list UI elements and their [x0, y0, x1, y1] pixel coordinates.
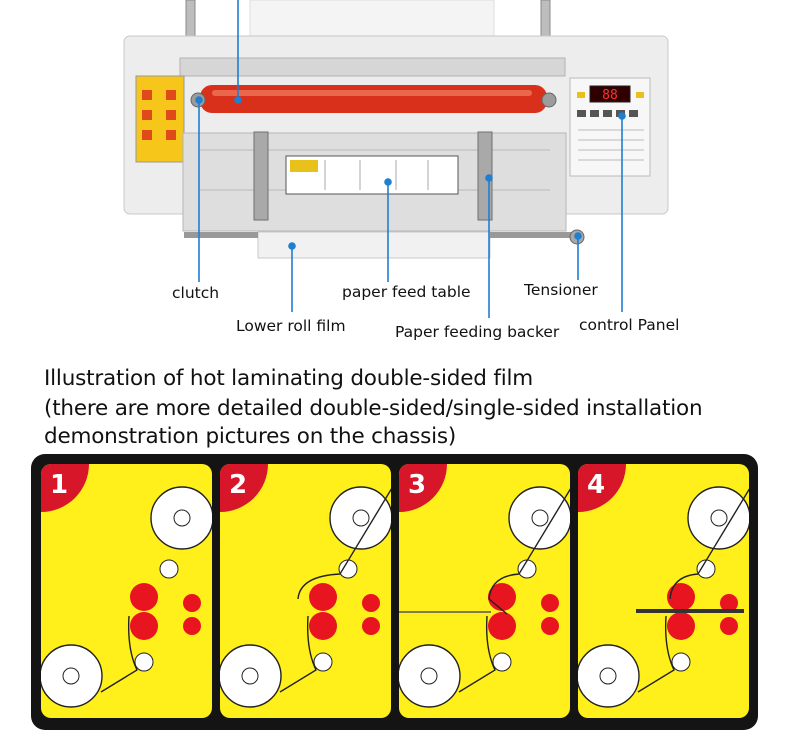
heading-line-3: demonstration pictures on the chassis) — [44, 424, 457, 449]
heat-roller-upper — [667, 583, 695, 611]
idler-upper — [696, 559, 716, 579]
callout-paper-feed-table: paper feed table — [342, 283, 471, 301]
heat-roller — [200, 85, 547, 113]
pull-roller-upper — [183, 594, 201, 612]
heat-roller-lower — [488, 612, 516, 640]
pull-roller-lower — [541, 617, 559, 635]
lower-film-roll — [220, 644, 282, 708]
body-top-plate — [179, 57, 566, 77]
callout-tensioner: Tensioner — [524, 281, 598, 299]
pull-roller-lower — [183, 617, 201, 635]
idler-lower — [671, 652, 691, 672]
callout-clutch: clutch — [172, 284, 220, 302]
callout-lower-roll-film: Lower roll film — [236, 317, 346, 335]
heading-line-1: Illustration of hot laminating double-si… — [44, 366, 533, 391]
idler-upper — [517, 559, 537, 579]
callout-control-panel: control Panel — [579, 316, 680, 334]
idler-lower — [134, 652, 154, 672]
step-panel-1: 1 — [41, 464, 212, 718]
idler-lower — [492, 652, 512, 672]
heat-roller-lower — [309, 612, 337, 640]
corner-badge-4 — [578, 464, 626, 512]
corner-badge-3 — [399, 464, 447, 512]
callout-paper-feeding-backer: Paper feeding backer — [395, 323, 560, 341]
step-panel-2: 2 — [220, 464, 391, 718]
laminator-machine: 88 — [123, 0, 669, 318]
laminated-sheet — [636, 609, 744, 613]
heat-roller-lower — [667, 612, 695, 640]
lower-film-roll — [578, 644, 640, 708]
pull-roller-lower — [362, 617, 380, 635]
paper-guide-left — [253, 131, 269, 221]
upper-film-roll — [508, 486, 570, 550]
corner-badge-2 — [220, 464, 268, 512]
upper-film-roll — [329, 486, 391, 550]
lower-roll — [257, 231, 491, 259]
heat-roller-lower — [130, 612, 158, 640]
upper-film-roll — [150, 486, 212, 550]
heading-line-2: (there are more detailed double-sided/si… — [44, 396, 703, 421]
steps-frame: 1 2 — [31, 454, 758, 730]
display-readout: 88 — [602, 88, 618, 103]
pull-roller-lower — [720, 617, 738, 635]
heat-roller-upper — [309, 583, 337, 611]
lower-film-roll — [399, 644, 461, 708]
step-number-1: 1 — [50, 470, 69, 500]
step-number-2: 2 — [229, 470, 248, 500]
pull-roller-upper — [720, 594, 738, 612]
lower-film-roll — [41, 644, 103, 708]
step-panel-4: 4 — [578, 464, 749, 718]
idler-upper — [338, 559, 358, 579]
upper-film-roll — [687, 486, 749, 550]
control-display — [589, 85, 631, 103]
pull-roller-upper — [362, 594, 380, 612]
idler-upper — [159, 559, 179, 579]
pull-roller-upper — [541, 594, 559, 612]
corner-badge-1 — [41, 464, 89, 512]
roller-knob-right — [541, 92, 557, 108]
step-number-4: 4 — [587, 470, 606, 500]
step-panel-3: 3 — [399, 464, 570, 718]
idler-lower — [313, 652, 333, 672]
step-number-3: 3 — [408, 470, 427, 500]
heat-roller-upper — [130, 583, 158, 611]
